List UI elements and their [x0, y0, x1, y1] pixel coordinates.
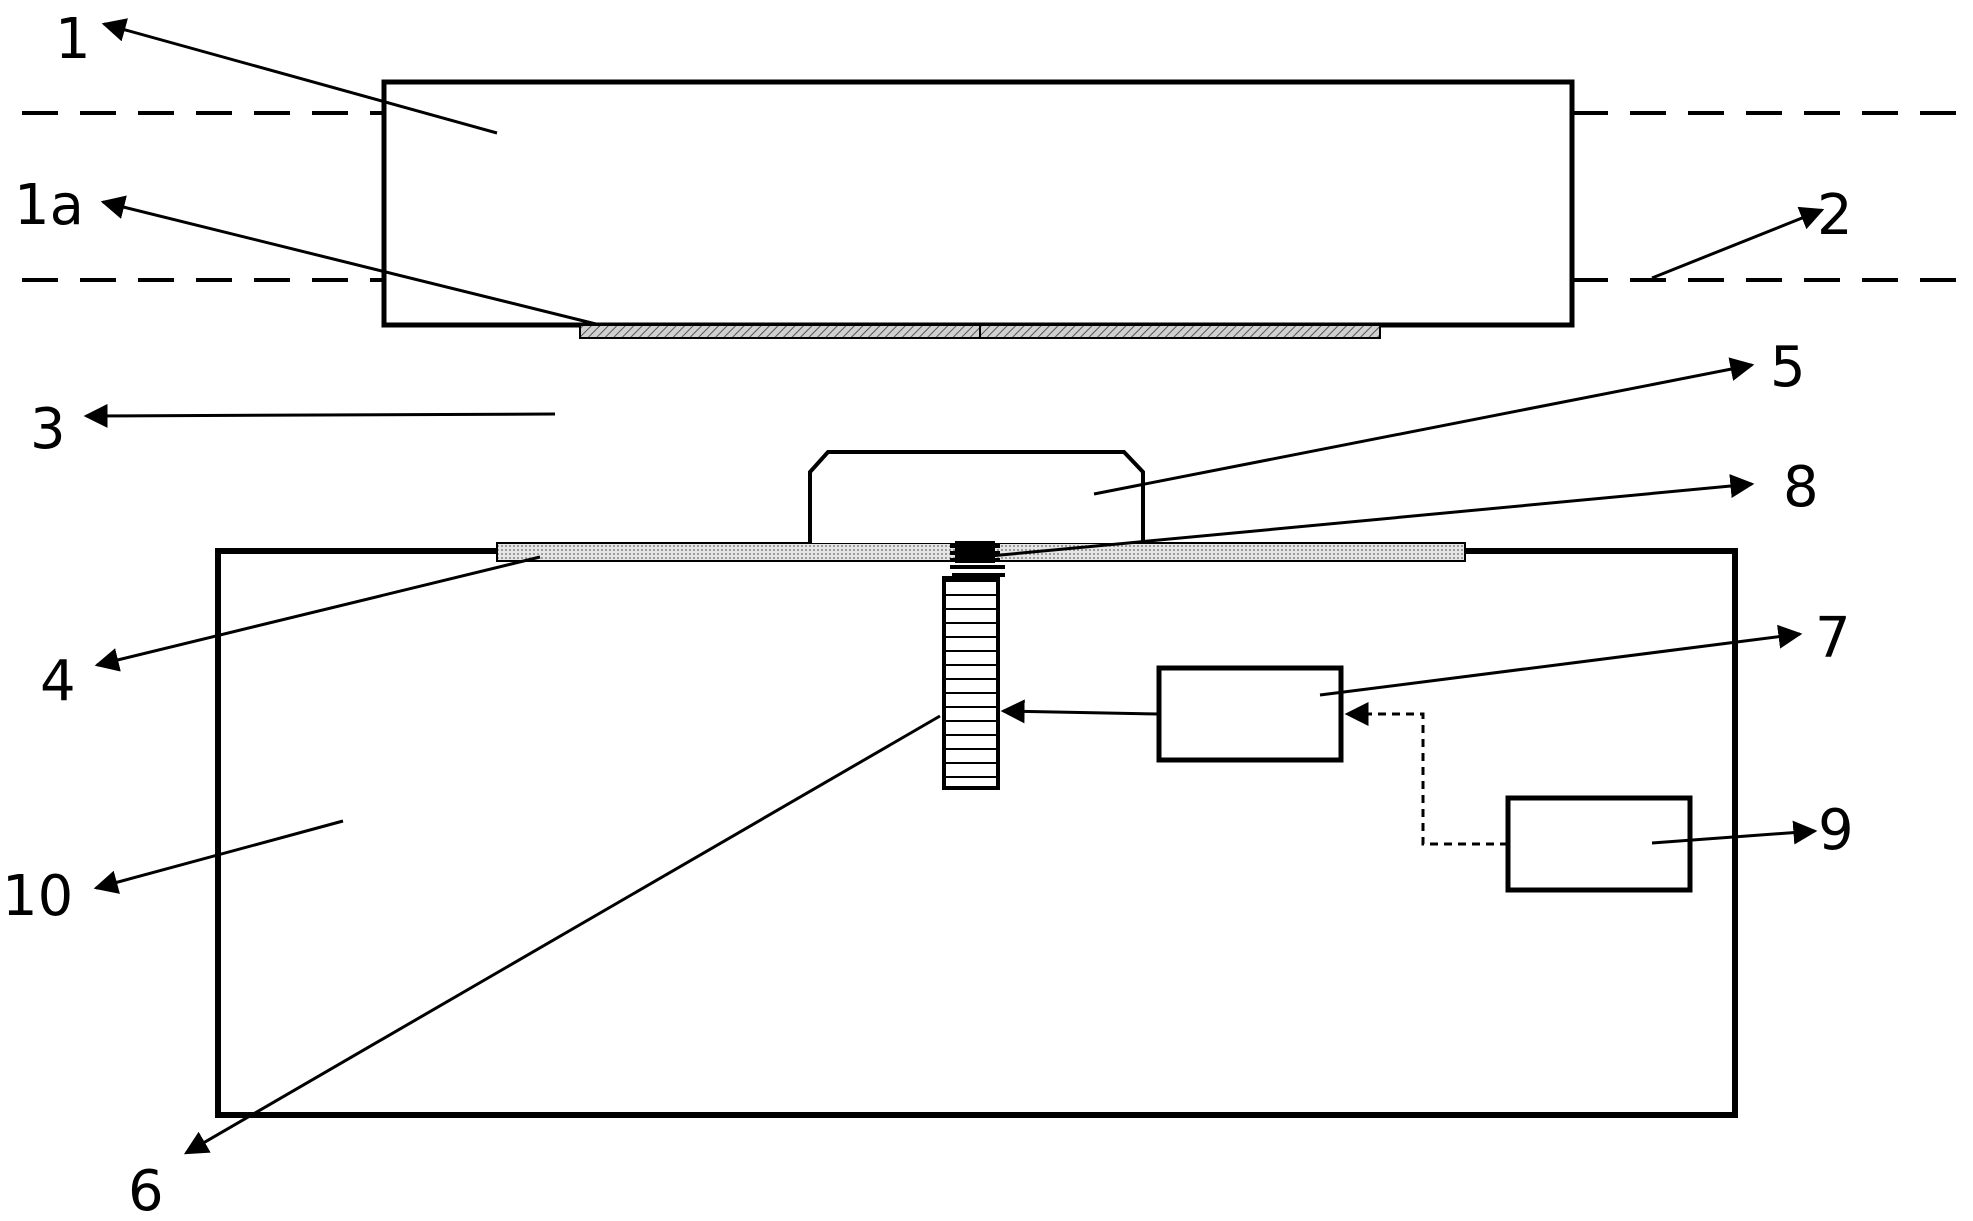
leader-10: [93, 819, 344, 894]
label-3: 3: [30, 397, 66, 462]
leader-1a: [100, 195, 601, 327]
label-8: 8: [1783, 455, 1819, 520]
label-10: 10: [2, 864, 73, 929]
label-1: 1: [55, 7, 91, 72]
element-8: [950, 541, 1005, 577]
label-4: 4: [40, 649, 76, 714]
element-6: [942, 576, 1000, 790]
leader-5: [1093, 357, 1755, 496]
arrow-7-to-6: [1000, 699, 1160, 724]
label-9: 9: [1818, 798, 1854, 863]
upper-body: [381, 79, 1575, 328]
box-9: [1505, 795, 1693, 893]
dashed-link-9-to-7: [1344, 702, 1508, 846]
leader-7: [1319, 624, 1803, 697]
leader-1: [101, 18, 498, 135]
component-5: [808, 450, 1145, 543]
label-1a: 1a: [14, 173, 84, 238]
leader-6: [183, 714, 941, 1155]
label-5: 5: [1770, 335, 1806, 400]
label-7: 7: [1815, 606, 1851, 671]
leader-3: [83, 403, 556, 428]
leader-8: [989, 474, 1755, 558]
leader-2: [1651, 206, 1825, 280]
label-6: 6: [128, 1159, 164, 1221]
box-7: [1156, 665, 1344, 763]
leader-4: [94, 555, 541, 672]
label-2: 2: [1817, 183, 1853, 248]
leader-9: [1651, 820, 1818, 845]
